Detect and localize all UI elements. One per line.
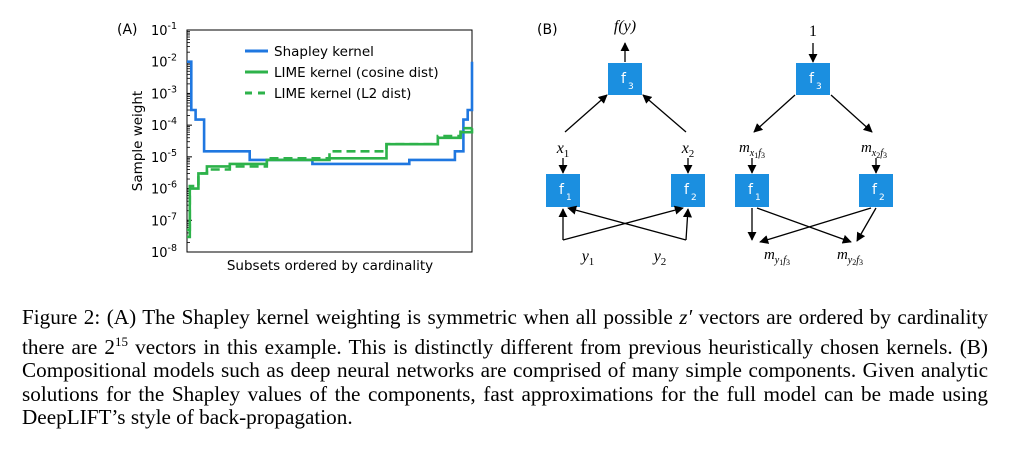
svg-text:3: 3 bbox=[628, 82, 634, 92]
svg-text:f: f bbox=[559, 182, 565, 198]
y-tick-label: 10-4 bbox=[151, 116, 177, 134]
panel-b-label: (B) bbox=[537, 22, 558, 38]
x1-label: x1 bbox=[556, 140, 570, 160]
series-line-2 bbox=[187, 126, 472, 232]
svg-text:f: f bbox=[872, 182, 878, 198]
svg-text:f: f bbox=[748, 182, 754, 198]
m-x2-f3-label: mx2f3 bbox=[861, 140, 887, 160]
y-tick-label: 10-5 bbox=[151, 148, 177, 166]
plot-frame bbox=[186, 29, 473, 253]
m-y1-f3-label: my1f3 bbox=[764, 247, 790, 267]
node-f3-label: f bbox=[621, 71, 627, 87]
m-x1-f3-label: mx1f3 bbox=[739, 140, 765, 160]
figure-panels: (A) 10-1 10-2 10-3 10-4 10-5 10-6 10-7 10-8 Sub… bbox=[117, 18, 893, 274]
y-tick-label: 10-6 bbox=[151, 180, 177, 198]
y-tick-label: 10-1 bbox=[151, 21, 177, 39]
z-prime-var: z′ bbox=[679, 305, 693, 329]
svg-text:2: 2 bbox=[691, 193, 697, 203]
svg-text:f: f bbox=[809, 71, 815, 87]
y-axis-label: Sample weight bbox=[130, 91, 146, 191]
output-one-label: 1 bbox=[809, 23, 817, 40]
figure-caption: Figure 2: (A) The Shapley kernel weighti… bbox=[22, 305, 989, 430]
svg-text:1: 1 bbox=[755, 193, 761, 203]
node-f2-back bbox=[859, 174, 893, 207]
shapley-kernel-chart: 10-1 10-2 10-3 10-4 10-5 10-6 10-7 10-8 Subsets… bbox=[130, 21, 474, 274]
y2-label: y2 bbox=[652, 248, 667, 268]
forward-network-diagram: f(y) f 3 x1 x2 f 1 f 2 y1 y2 bbox=[546, 18, 705, 268]
backprop-network-diagram: 1 f 3 mx1f3 mx2f3 f 1 f 2 my1f3 my2f3 bbox=[735, 23, 893, 267]
svg-text:2: 2 bbox=[879, 193, 885, 203]
series-line-0 bbox=[187, 60, 474, 166]
node-f3 bbox=[608, 63, 642, 95]
legend-label: LIME kernel (L2 dist) bbox=[274, 86, 411, 102]
x2-label: x2 bbox=[681, 140, 695, 160]
node-f1-back bbox=[735, 174, 769, 207]
node-f1 bbox=[546, 174, 580, 207]
panel-a-label: (A) bbox=[117, 22, 138, 38]
svg-text:1: 1 bbox=[566, 193, 572, 203]
legend-label: LIME kernel (cosine dist) bbox=[274, 65, 439, 81]
node-f2 bbox=[671, 174, 705, 207]
y1-label: y1 bbox=[580, 248, 595, 268]
y-tick-label: 10-7 bbox=[151, 211, 177, 229]
y-tick-label: 10-8 bbox=[151, 243, 177, 261]
node-f3-back bbox=[796, 63, 830, 95]
y-axis-ticks: 10-1 10-2 10-3 10-4 10-5 10-6 10-7 10-8 bbox=[151, 21, 192, 261]
y-tick-label: 10-2 bbox=[151, 53, 177, 71]
m-y2-f3-label: my2f3 bbox=[837, 247, 863, 267]
output-f-of-y-label: f(y) bbox=[614, 18, 636, 35]
y-tick-label: 10-3 bbox=[151, 84, 177, 102]
svg-text:3: 3 bbox=[816, 82, 822, 92]
svg-text:f: f bbox=[684, 182, 690, 198]
legend-label: Shapley kernel bbox=[274, 44, 374, 60]
x-axis-label: Subsets ordered by cardinality bbox=[227, 258, 433, 274]
series-layer bbox=[187, 60, 474, 239]
